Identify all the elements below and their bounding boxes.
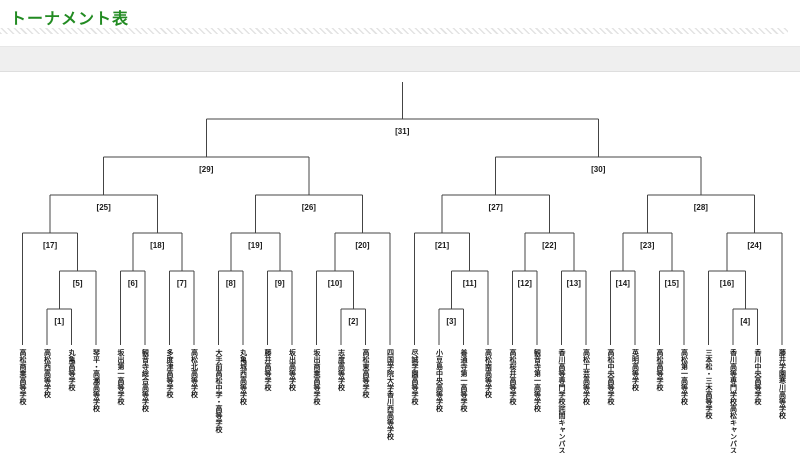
team-name: 高松高等学校: [656, 349, 663, 391]
team-name: 高松東高等学校: [362, 349, 369, 398]
team-name: 志度高等学校: [337, 349, 345, 391]
match-label: [23]: [640, 241, 655, 250]
team-name: 観音寺総合高等学校: [141, 349, 149, 412]
team-name: 丸亀城西高等学校: [239, 349, 247, 405]
team-name: 高松第一高等学校: [680, 349, 688, 405]
team-name: 英明高等学校: [631, 349, 639, 391]
team-name: 善通寺第一高等学校: [460, 349, 467, 412]
match-label: [31]: [395, 127, 410, 136]
team-name: 高松工芸高等学校: [582, 349, 590, 405]
match-label: [28]: [694, 203, 709, 212]
match-label: [7]: [177, 279, 187, 288]
page-title: トーナメント表: [10, 11, 130, 28]
match-label: [1]: [54, 317, 64, 326]
match-label: [22]: [542, 241, 557, 250]
team-name: 高松商業高等学校: [19, 349, 26, 405]
match-label: [27]: [489, 203, 504, 212]
team-name: 香川高等専門学校詫間キャンパス: [558, 349, 565, 453]
team-name: 小豆島中央高等学校: [435, 349, 443, 412]
team-name: 高松桜井高等学校: [509, 349, 516, 405]
team-name: 琴平・高瀬高等学校: [92, 349, 100, 412]
match-label: [16]: [720, 279, 735, 288]
match-label: [30]: [591, 165, 606, 174]
match-label: [4]: [740, 317, 750, 326]
team-name: 四国学院大学香川西高等学校: [386, 349, 394, 440]
team-name: 香川高等専門学校高松キャンパス: [729, 349, 737, 453]
team-name: 高松南高等学校: [484, 349, 492, 398]
match-label: [18]: [150, 241, 165, 250]
match-label: [17]: [43, 241, 58, 250]
match-label: [29]: [199, 165, 214, 174]
match-label: [8]: [226, 279, 236, 288]
match-label: [20]: [355, 241, 370, 250]
match-label: [24]: [747, 241, 762, 250]
match-label: [21]: [435, 241, 450, 250]
striped-divider: [0, 28, 788, 34]
match-label: [3]: [446, 317, 456, 326]
header-bar: [0, 46, 800, 72]
team-name: 高松北高等学校: [190, 349, 198, 398]
match-label: [26]: [302, 203, 317, 212]
team-name: 高松西高等学校: [43, 349, 51, 398]
team-name: 坂出商業高等学校: [313, 349, 320, 405]
team-name: 高松中央高等学校: [607, 349, 614, 405]
team-name: 藤井高等学校: [264, 349, 271, 391]
match-label: [5]: [73, 279, 83, 288]
team-name: 坂出高等学校: [288, 349, 296, 391]
team-name: 三本松・三木高等学校: [705, 349, 712, 419]
team-name: 坂出第一高等学校: [117, 349, 124, 405]
match-label: [2]: [348, 317, 358, 326]
match-label: [6]: [128, 279, 138, 288]
team-name: 大手前高松中学・高等学校: [215, 349, 222, 433]
match-label: [14]: [616, 279, 631, 288]
match-label: [11]: [463, 279, 477, 288]
match-label: [10]: [328, 279, 343, 288]
match-label: [13]: [567, 279, 582, 288]
match-label: [19]: [248, 241, 263, 250]
match-label: [25]: [97, 203, 112, 212]
team-name: 尽誠学園高等学校: [411, 349, 418, 405]
team-name: 香川中央高等学校: [754, 349, 761, 405]
team-name: 藤井学園寒川高等学校: [778, 349, 786, 419]
match-label: [15]: [665, 279, 680, 288]
match-label: [9]: [275, 279, 285, 288]
match-label: [12]: [518, 279, 533, 288]
team-name: 多度津高等学校: [166, 349, 173, 398]
team-name: 観音寺第一高等学校: [533, 349, 541, 412]
team-name: 丸亀高等学校: [68, 349, 75, 391]
